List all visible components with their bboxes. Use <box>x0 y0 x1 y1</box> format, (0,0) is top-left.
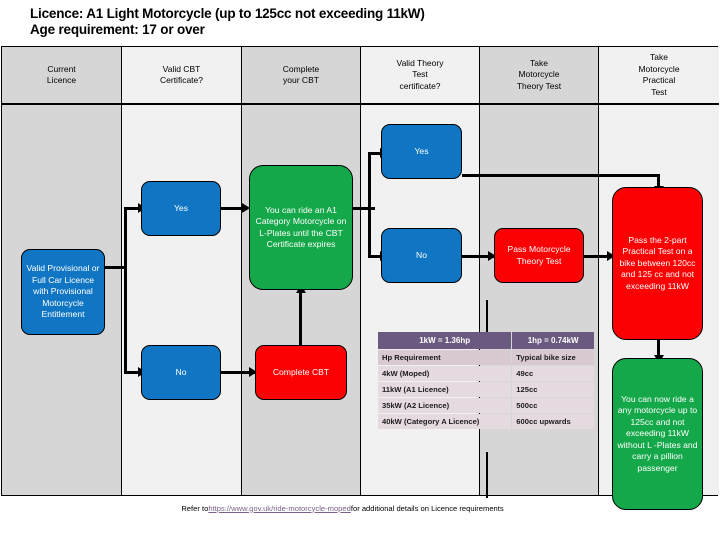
connector-to-cbt-no <box>124 371 140 374</box>
connector-theory-yes-across <box>462 174 660 177</box>
connector-start-stem <box>104 266 127 269</box>
connector-cbt-yes-to-ride <box>221 207 247 210</box>
arrow-pass-theory-to-practical <box>607 251 615 261</box>
node-theory-yes[interactable]: Yes <box>381 124 462 179</box>
connector-cbt-no-to-complete <box>221 371 255 374</box>
connector-ride-stem <box>353 207 375 210</box>
table-cell-requirement: 40kW (Category A Licence) <box>378 414 512 429</box>
node-start-licence[interactable]: Valid Provisional or Full Car Licence wi… <box>21 249 105 335</box>
node-cbt-yes[interactable]: Yes <box>141 181 221 236</box>
connector-theory-yes-down <box>657 174 660 188</box>
connector-pass-theory-to-practical <box>583 255 613 258</box>
node-final-outcome[interactable]: You can now ride a any motorcycle up to … <box>612 358 703 510</box>
power-conversion-table: 1kW = 1.36hp 1hp = 0.74kW Hp Requirement… <box>377 331 595 430</box>
arrow-theory-no-to-pass <box>488 251 496 261</box>
table-cell-bike-size: 600cc upwards <box>512 414 594 429</box>
arrow-cbt-no-to-complete <box>249 367 257 377</box>
connector-practical-to-final <box>657 340 660 358</box>
table-cell-bike-size: 125cc <box>512 382 594 397</box>
table-header-hp-to-kw: 1hp = 0.74kW <box>512 332 594 349</box>
node-cbt-no[interactable]: No <box>141 345 221 400</box>
connector-theory-lane-stem-lower <box>486 452 488 500</box>
table-column-typical-bike-size: Typical bike size <box>512 350 594 365</box>
connector-ride-vertical <box>368 152 371 255</box>
node-complete-cbt[interactable]: Complete CBT <box>255 345 347 400</box>
connector-theory-lane-stem <box>486 300 488 332</box>
arrow-cbt-yes-to-ride <box>242 203 250 213</box>
table-cell-bike-size: 500cc <box>512 398 594 413</box>
page-title-line1: Licence: A1 Light Motorcycle (up to 125c… <box>30 6 425 21</box>
table-cell-requirement: 11kW (A1 Licence) <box>378 382 512 397</box>
connector-complete-cbt-up <box>299 290 302 345</box>
table-cell-requirement: 35kW (A2 Licence) <box>378 398 512 413</box>
table-row: 11kW (A1 Licence) 125cc <box>378 382 594 397</box>
connector-to-theory-yes <box>368 152 382 155</box>
node-can-ride-l-plates[interactable]: You can ride an A1 Category Motorcycle o… <box>249 165 353 290</box>
footer-note-prefix: Refer to <box>181 503 209 513</box>
footer-note-suffix: for additional details on Licence requir… <box>350 503 504 513</box>
table-cell-bike-size: 49cc <box>512 366 594 381</box>
connector-theory-no-to-pass <box>462 255 494 258</box>
connector-start-vertical <box>124 207 127 373</box>
connector-to-theory-no <box>368 255 382 258</box>
table-row: 35kW (A2 Licence) 500cc <box>378 398 594 413</box>
table-row: 40kW (Category A Licence) 600cc upwards <box>378 414 594 429</box>
page-title: Licence: A1 Light Motorcycle (up to 125c… <box>30 6 690 38</box>
table-row: 4kW (Moped) 49cc <box>378 366 594 381</box>
table-column-hp-requirement: Hp Requirement <box>378 350 512 365</box>
gov-uk-link[interactable]: https://www.gov.uk/ride-motorcycle-moped <box>208 503 351 513</box>
node-pass-theory-test[interactable]: Pass Motorcycle Theory Test <box>494 228 584 283</box>
connector-to-cbt-yes <box>124 207 140 210</box>
node-theory-no[interactable]: No <box>381 228 462 283</box>
footer-note: Refer to https://www.gov.uk/ride-motorcy… <box>137 498 548 518</box>
node-pass-practical-test[interactable]: Pass the 2-part Practical Test on a bike… <box>612 187 703 340</box>
table-column-header-row: Hp Requirement Typical bike size <box>378 350 594 365</box>
table-header-row: 1kW = 1.36hp 1hp = 0.74kW <box>378 332 594 349</box>
table-cell-requirement: 4kW (Moped) <box>378 366 512 381</box>
table-header-kw-to-hp: 1kW = 1.36hp <box>378 332 512 349</box>
page-title-line2: Age requirement: 17 or over <box>30 22 205 37</box>
